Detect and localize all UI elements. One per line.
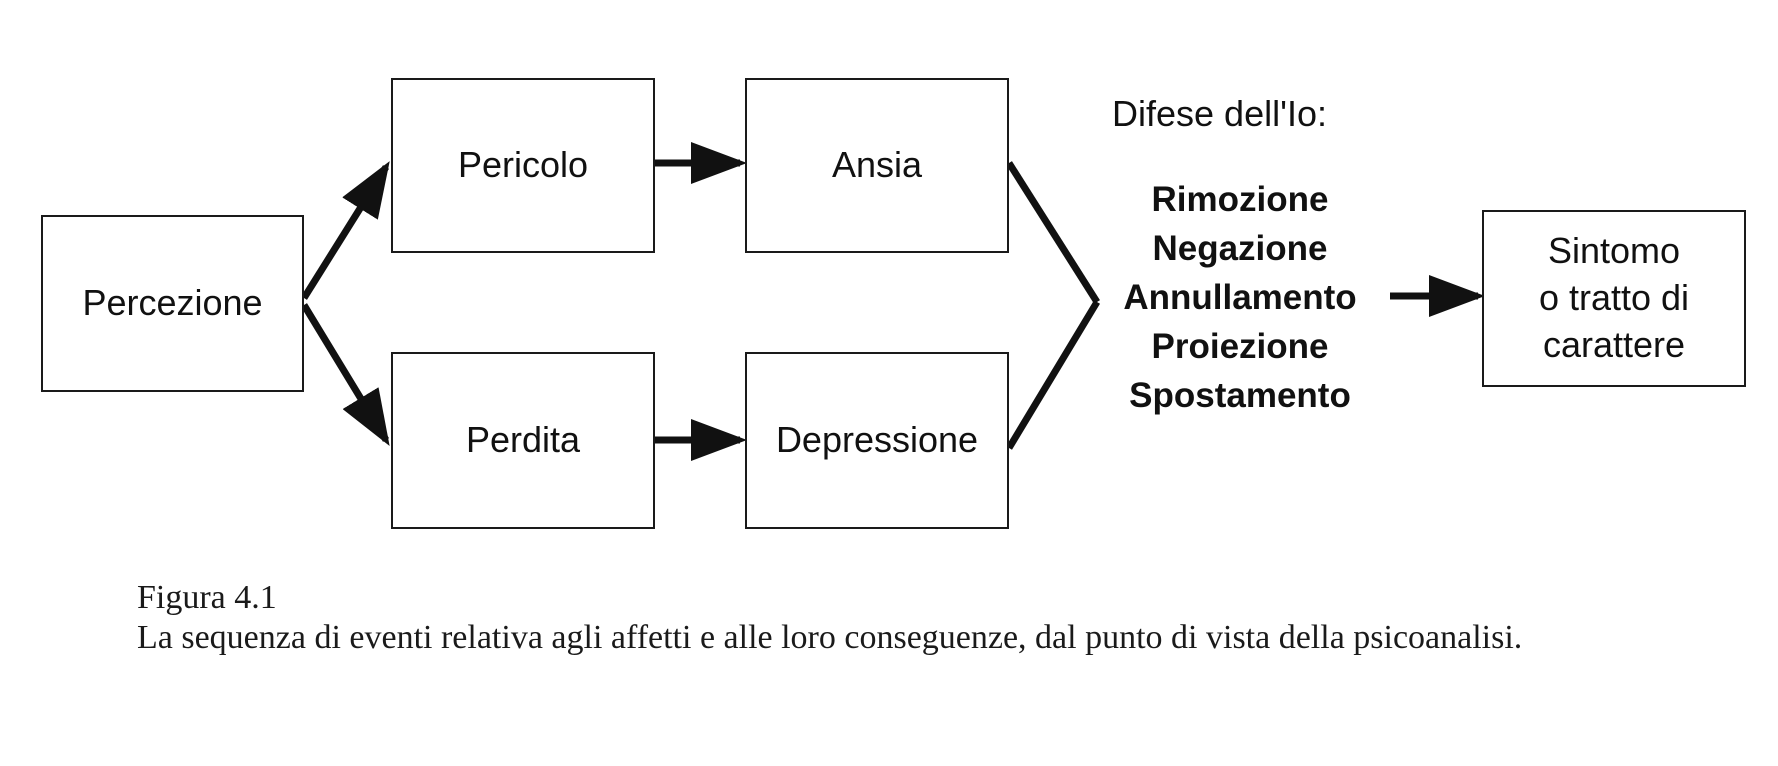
defense-item: Annullamento: [1123, 278, 1357, 317]
defense-item: Spostamento: [1129, 376, 1351, 415]
connector-depressione-defenses: [1006, 300, 1100, 450]
box-depressione-label: Depressione: [775, 419, 979, 461]
arrow-percezione-perdita: [301, 303, 390, 446]
box-ansia-label: Ansia: [831, 144, 923, 186]
box-percezione-label: Percezione: [82, 282, 263, 324]
defense-item: Negazione: [1152, 229, 1328, 268]
connector-lines: [301, 142, 1485, 461]
box-perdita-label: Perdita: [465, 419, 581, 461]
box-sintomo: Sintomo o tratto di carattere: [1482, 210, 1746, 387]
connector-ansia-defenses: [1006, 161, 1100, 304]
box-ansia: Ansia: [745, 78, 1009, 253]
defense-item: Rimozione: [1151, 180, 1329, 219]
arrow-percezione-pericolo: [301, 161, 390, 300]
caption-text: La sequenza di eventi relativa agli affe…: [137, 619, 1523, 656]
box-depressione: Depressione: [745, 352, 1009, 529]
defense-item: Proiezione: [1151, 327, 1329, 366]
flow-diagram: Percezione Pericolo Ansia Perdita Depres…: [41, 78, 1746, 529]
box-sintomo-label: Sintomo o tratto di carattere: [1538, 230, 1690, 365]
box-perdita: Perdita: [391, 352, 655, 529]
box-pericolo-label: Pericolo: [457, 144, 589, 186]
defenses-list: Rimozione Negazione Annullamento Proiezi…: [1095, 175, 1385, 420]
defenses-heading: Difese dell'Io:: [1112, 93, 1327, 134]
caption-label: Figura 4.1: [137, 579, 277, 616]
figure-caption: Figura 4.1 La sequenza di eventi relativ…: [137, 578, 1737, 658]
box-percezione: Percezione: [41, 215, 304, 392]
box-pericolo: Pericolo: [391, 78, 655, 253]
